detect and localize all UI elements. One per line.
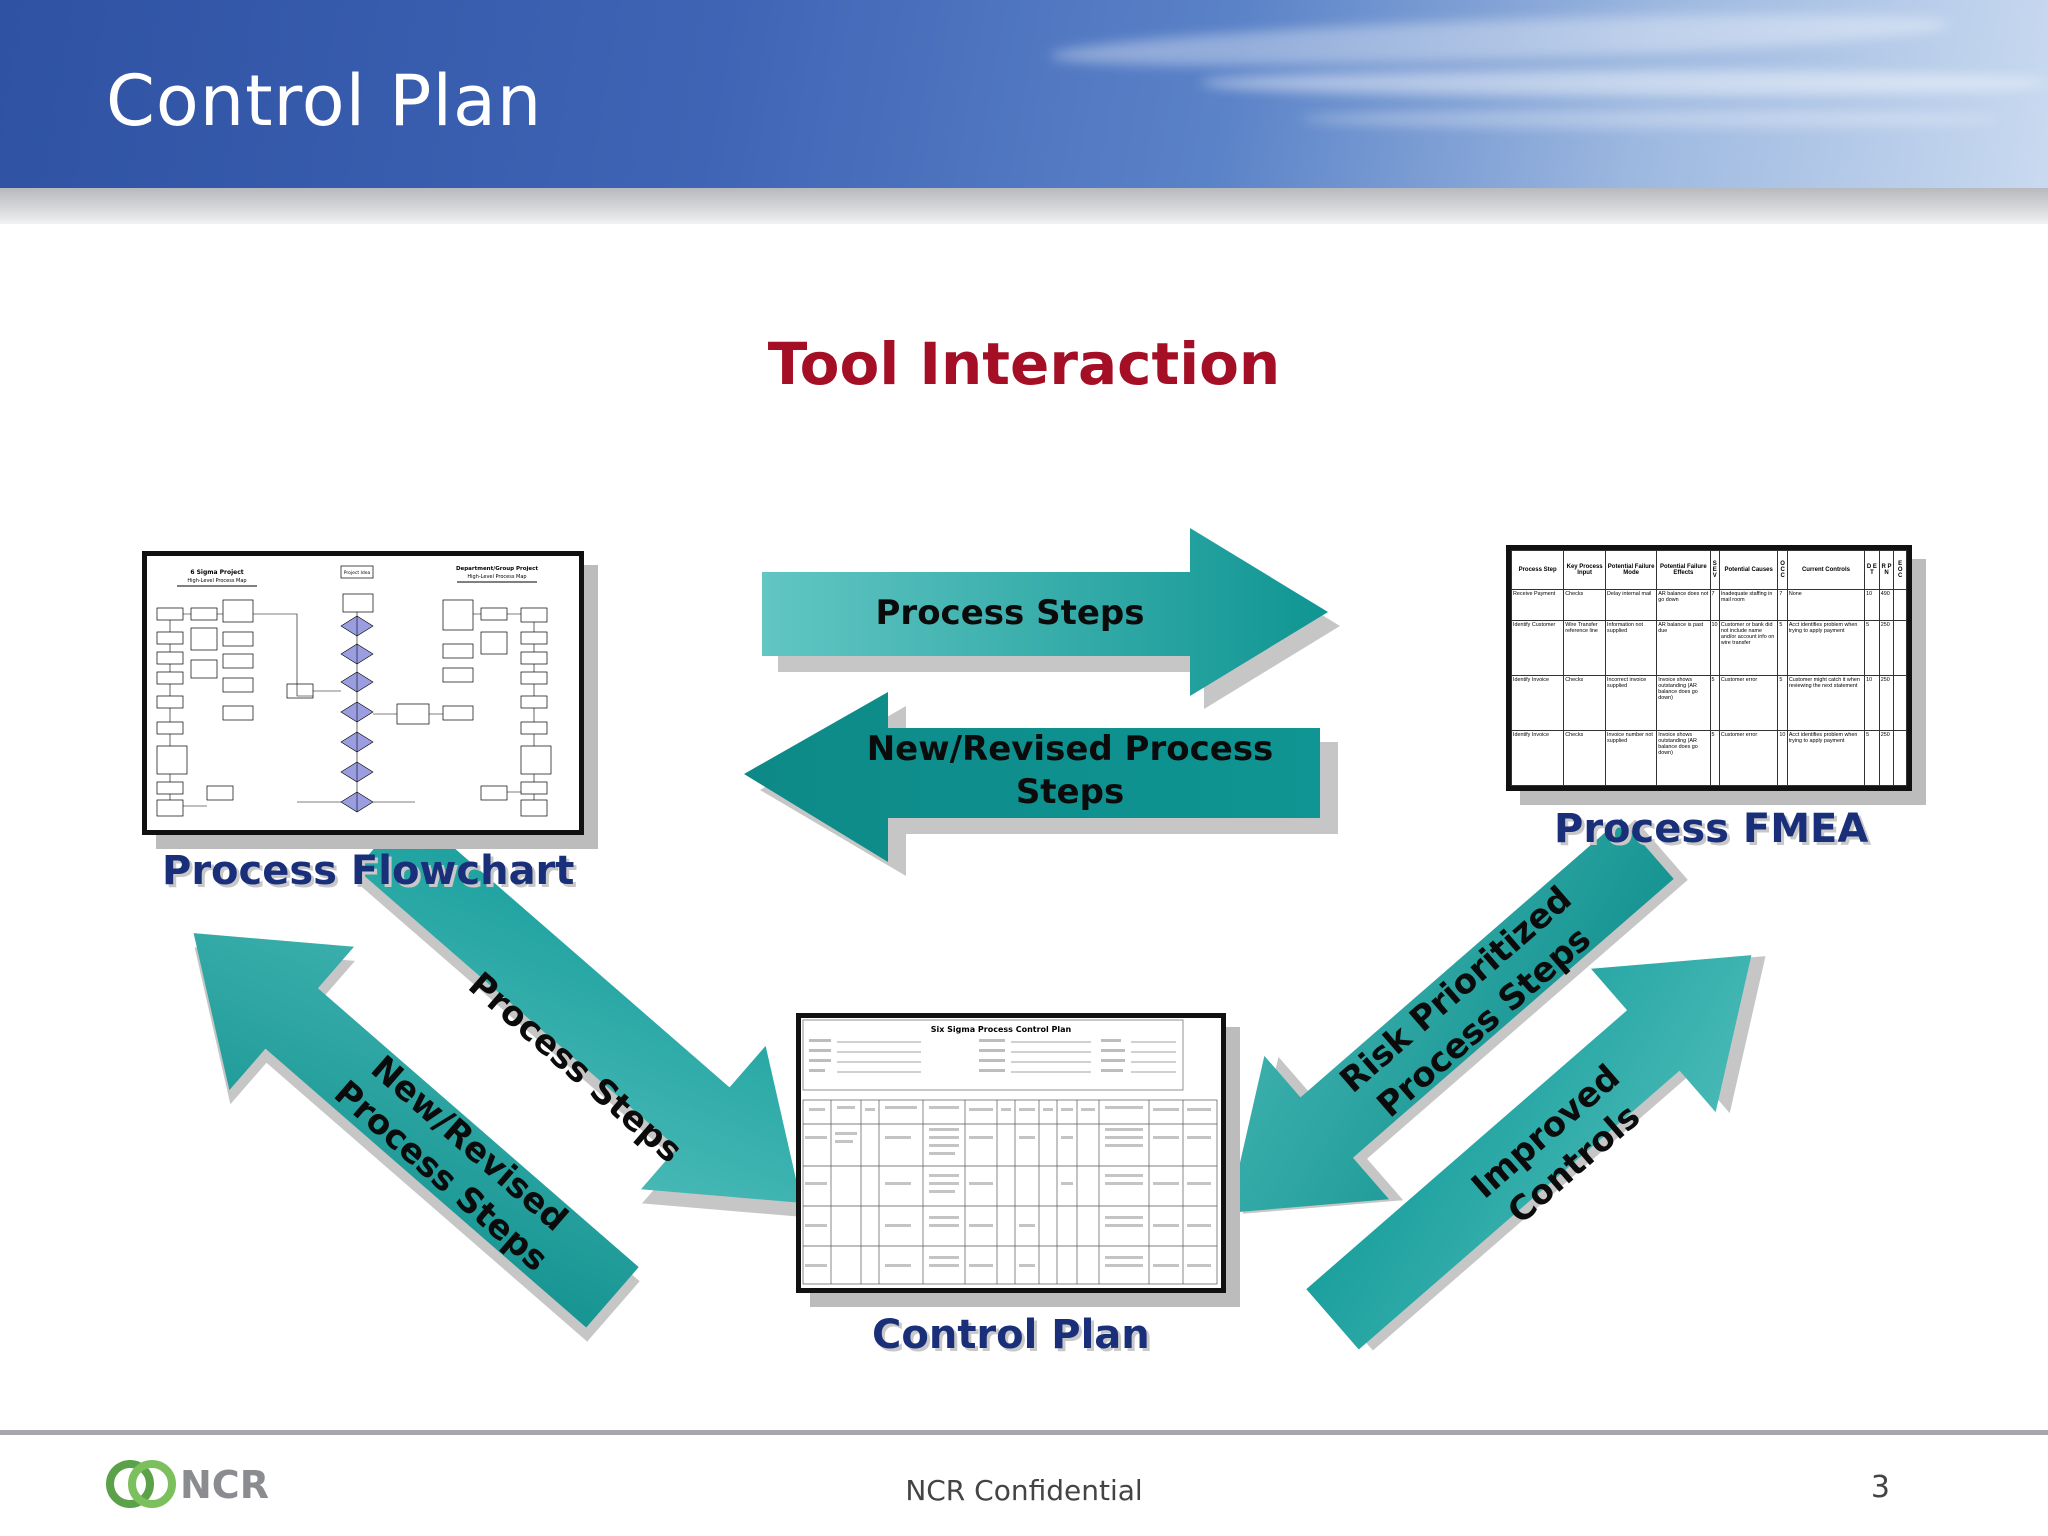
fmea-cell: 10 (1709, 619, 1720, 676)
flowchart-diagram: 6 Sigma Project High-Level Process Map P… (147, 556, 579, 830)
fmea-cell: Wire Transfer reference line (1563, 619, 1607, 676)
fmea-cell: Delay internal mail (1605, 589, 1658, 621)
fmea-cell: 7 (1777, 589, 1788, 621)
fmea-cell: 5 (1864, 619, 1880, 676)
flowchart-left-heading: 6 Sigma Project (190, 569, 243, 576)
fmea-cell: 5 (1777, 619, 1788, 676)
fmea-cell: Customer error (1718, 674, 1779, 731)
fmea-header-cell: Potential Failure Effects (1656, 550, 1711, 590)
fmea-cell: 5 (1709, 674, 1720, 731)
label-process-flowchart: Process Flowchart (162, 848, 575, 894)
label-control-plan: Control Plan (872, 1312, 1150, 1358)
fmea-cell: Acct identifies problem when trying to a… (1786, 619, 1866, 676)
flowchart-left-subheading: High-Level Process Map (187, 578, 246, 584)
fmea-cell: 5 (1864, 729, 1880, 786)
arrow-label-process-steps-top: Process Steps (875, 593, 1145, 633)
fmea-cell: Invoice shows outstanding (AR balance do… (1656, 729, 1711, 786)
fmea-cell: 7 (1709, 589, 1720, 621)
fmea-cell: Invoice shows outstanding (AR balance do… (1656, 674, 1711, 731)
fmea-cell: 250 (1878, 619, 1895, 676)
fmea-cell: None (1786, 589, 1866, 621)
fmea-cell: Identify Invoice (1511, 729, 1565, 786)
fmea-cell: Identify Customer (1511, 619, 1565, 676)
fmea-cell: Checks (1563, 674, 1607, 731)
arrow-label-new-revised-top-line2: Steps (1015, 771, 1125, 812)
label-process-fmea: Process FMEA (1554, 806, 1869, 852)
fmea-cell: Inadequate staffing in mail room (1718, 589, 1779, 621)
flowchart-right-subheading: High-Level Process Map (467, 574, 526, 580)
fmea-cell: Invoice number not supplied (1605, 729, 1658, 786)
arrow-controlplan-to-flowchart (193, 933, 640, 1342)
fmea-cell: AR balance is past due (1656, 619, 1711, 676)
header-divider (0, 188, 2048, 224)
fmea-cell: Information not supplied (1605, 619, 1658, 676)
fmea-cell: 10 (1777, 729, 1788, 786)
page-number: 3 (1870, 1470, 1890, 1505)
fmea-cell: 5 (1777, 674, 1788, 731)
fmea-header-cell: Potential Causes (1718, 550, 1779, 590)
fmea-header-cell: Potential Failure Mode (1605, 550, 1658, 590)
arrow-flowchart-to-fmea (762, 528, 1340, 709)
fmea-cell (1893, 619, 1907, 676)
fmea-cell: Checks (1563, 729, 1607, 786)
fmea-cell: AR balance does not go down (1656, 589, 1711, 621)
fmea-header-cell: O C C (1777, 550, 1788, 590)
fmea-header-cell: E O C (1893, 550, 1907, 590)
fmea-cell (1893, 729, 1907, 786)
arrow-label-new-revised-top: New/Revised Process Steps (820, 728, 1320, 813)
flowchart-center-box: Project Idea (344, 570, 371, 576)
footer-confidential: NCR Confidential (905, 1474, 1143, 1507)
fmea-cell (1893, 674, 1907, 731)
fmea-cell: 10 (1864, 674, 1880, 731)
slide-title: Control Plan (106, 60, 543, 142)
fmea-cell: 5 (1709, 729, 1720, 786)
ncr-logo: NCR (106, 1460, 269, 1508)
arrow-fmea-to-controlplan (1228, 818, 1688, 1214)
fmea-cell: 10 (1864, 589, 1880, 621)
fmea-cell: Customer might catch it when reviewing t… (1786, 674, 1866, 731)
fmea-cell: Acct identifies problem when trying to a… (1786, 729, 1866, 786)
slide-subtitle: Tool Interaction (767, 330, 1281, 398)
flowchart-right-heading: Department/Group Project (456, 566, 538, 572)
controlplan-form: Six Sigma Process Control Plan (801, 1018, 1221, 1288)
footer-divider (0, 1430, 2048, 1435)
fmea-cell: 250 (1878, 674, 1895, 731)
fmea-header-cell: Current Controls (1786, 550, 1866, 590)
arrow-label-new-revised-top-line1: New/Revised Process (866, 729, 1274, 769)
controlplan-thumbnail: Six Sigma Process Control Plan (796, 1013, 1226, 1293)
header-banner (0, 0, 2048, 188)
fmea-header-cell: R P N (1878, 550, 1895, 590)
ncr-logo-text: NCR (180, 1463, 269, 1507)
controlplan-form-title: Six Sigma Process Control Plan (931, 1025, 1072, 1034)
fmea-cell: Customer or bank did not include name an… (1718, 619, 1779, 676)
arrow-fmea-to-flowchart (744, 692, 1338, 876)
fmea-cell: Checks (1563, 589, 1607, 621)
fmea-header-cell: D E T (1864, 550, 1880, 590)
fmea-cell: Receive Payment (1511, 589, 1565, 621)
fmea-cell (1893, 589, 1907, 621)
fmea-header-cell: Key Process Input (1563, 550, 1607, 590)
arrow-controlplan-to-fmea (1306, 955, 1766, 1351)
fmea-cell: 250 (1878, 729, 1895, 786)
fmea-cell: 490 (1878, 589, 1895, 621)
fmea-header-cell: S E V (1709, 550, 1720, 590)
flowchart-thumbnail: 6 Sigma Project High-Level Process Map P… (142, 551, 584, 835)
fmea-cell: Incorrect invoice supplied (1605, 674, 1658, 731)
fmea-cell: Customer error (1718, 729, 1779, 786)
fmea-cell: Identify Invoice (1511, 674, 1565, 731)
fmea-header-cell: Process Step (1511, 550, 1565, 590)
arrow-flowchart-to-controlplan (356, 808, 803, 1217)
